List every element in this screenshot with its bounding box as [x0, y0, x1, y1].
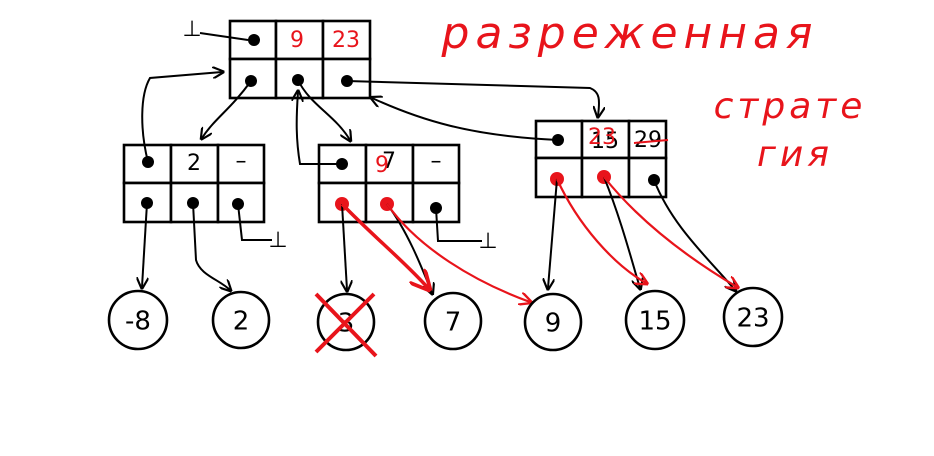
leaf-node: 2: [211, 290, 271, 350]
leaf-label: 23: [736, 304, 769, 334]
title-line-2: страте: [714, 86, 867, 127]
title-line-1: разреженная: [441, 8, 819, 59]
left-null-mark: ⊥: [268, 228, 287, 253]
leaf-label: 2: [233, 307, 250, 337]
middle-key-1-corrected: 9: [375, 153, 389, 178]
middle-null-mark: ⊥: [478, 229, 497, 254]
middle-key-1: 7: [382, 149, 396, 174]
leaf-node: 9: [523, 292, 583, 352]
leaf-node: 7: [423, 291, 483, 351]
title: разреженная страте гия: [441, 8, 867, 175]
root-node: 9 23 ⊥: [182, 17, 372, 100]
leaf-label: 15: [638, 307, 671, 337]
root-key-1: 9: [290, 28, 304, 53]
left-node: 2 – ⊥: [122, 143, 288, 253]
leaf-label: 7: [445, 308, 462, 338]
leaf-node: 15: [624, 289, 686, 351]
title-line-3: гия: [757, 134, 833, 175]
leaf-node: 23: [722, 286, 784, 348]
root-null-mark: ⊥: [182, 17, 201, 42]
red-edges: [340, 176, 737, 302]
left-key-1: 2: [187, 151, 201, 176]
middle-node: 7 9 – ⊥: [317, 143, 498, 254]
middle-key-2: –: [431, 149, 442, 174]
leaf-label: 9: [545, 309, 562, 339]
leaf-label: -8: [125, 307, 151, 337]
leaves: -8 2 3 7 9 15 23: [107, 286, 784, 358]
right-key-1: 15: [591, 129, 619, 154]
leaf-node-deleted: 3: [314, 292, 378, 358]
right-key-2-corrected: 23: [588, 125, 616, 150]
left-key-2: –: [236, 149, 247, 174]
root-key-2: 23: [332, 28, 360, 53]
leaf-node: -8: [107, 289, 169, 351]
